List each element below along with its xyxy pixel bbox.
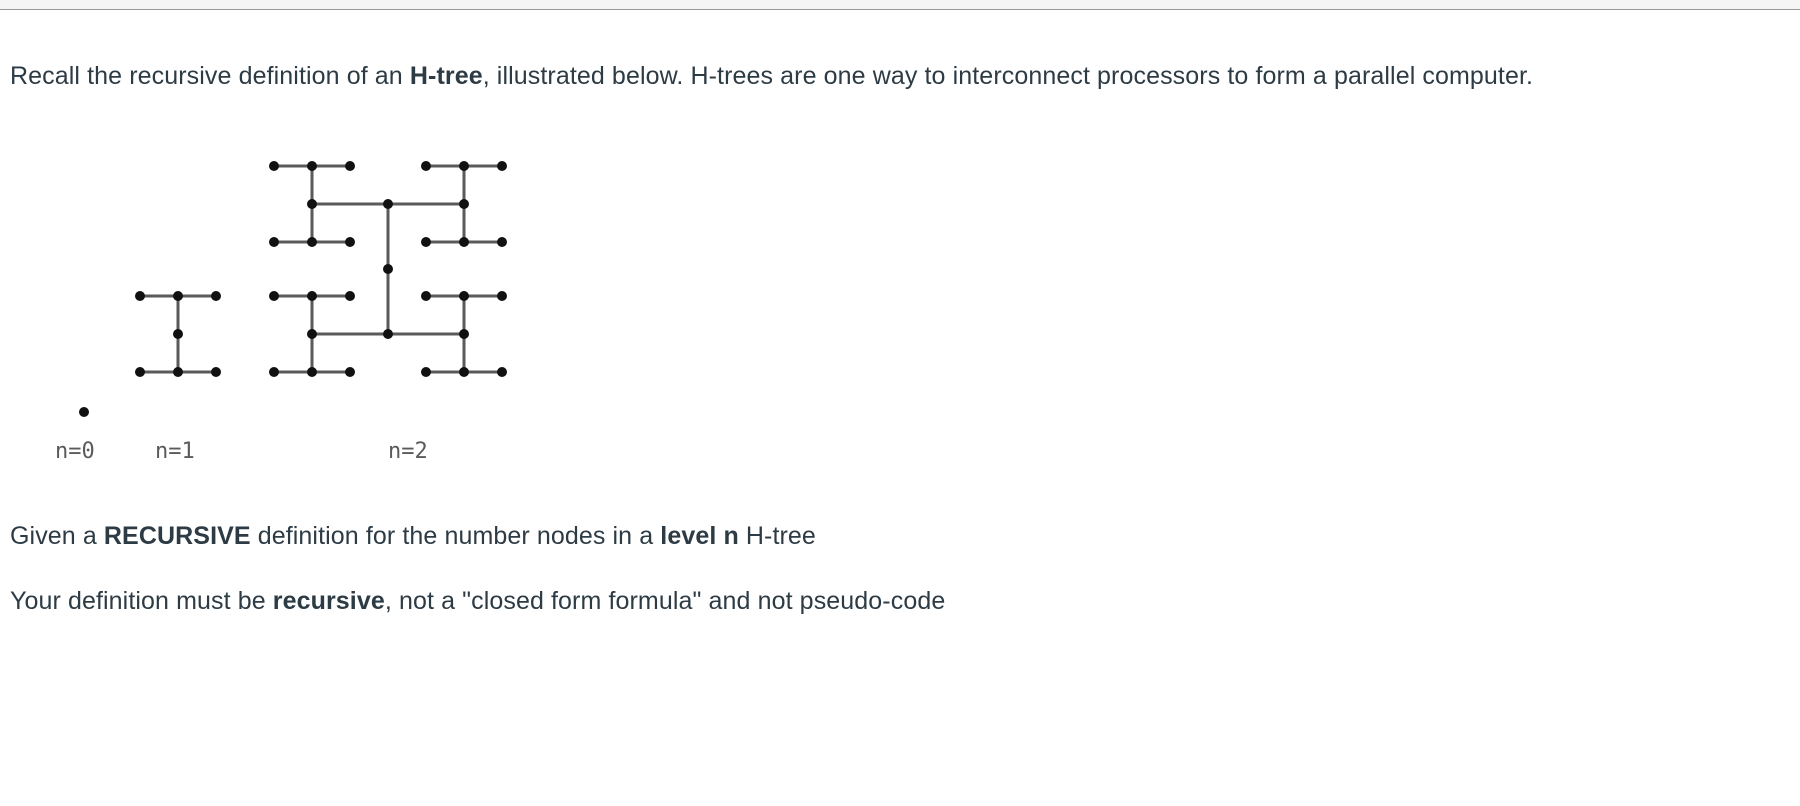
node [497, 237, 507, 247]
figure-caption-n1: n=1 [155, 439, 195, 464]
given-bold-level-n: level n [660, 522, 739, 550]
top-divider-bar [0, 0, 1800, 10]
node-center-top [383, 199, 393, 209]
node [345, 161, 355, 171]
node-center-root [383, 264, 393, 274]
node [421, 237, 431, 247]
h-tree-level-1-nodes [135, 291, 221, 377]
intro-paragraph: Recall the recursive definition of an H-… [10, 61, 1533, 91]
node [211, 291, 221, 301]
node [211, 367, 221, 377]
h-tree-level-0 [79, 407, 89, 417]
figure-caption-n0: n=0 [55, 439, 95, 464]
node [173, 329, 183, 339]
node-center-bottom [383, 329, 393, 339]
given-text-part1: Given a [10, 522, 104, 550]
node [173, 291, 183, 301]
node [345, 291, 355, 301]
h-tree-diagram-svg [79, 161, 507, 417]
node [307, 367, 317, 377]
node [421, 291, 431, 301]
note-text-part1: Your definition must be [10, 587, 273, 615]
node [421, 367, 431, 377]
node [459, 291, 469, 301]
node [497, 367, 507, 377]
intro-text-part1: Recall the recursive definition of an [10, 62, 410, 90]
node [269, 291, 279, 301]
node [497, 161, 507, 171]
node [345, 237, 355, 247]
given-text-part3: H-tree [738, 522, 816, 550]
node [269, 367, 279, 377]
intro-bold-h-tree: H-tree [409, 62, 483, 90]
node [459, 367, 469, 377]
node [459, 161, 469, 171]
intro-text-part2: , illustrated below. H-trees are one way… [482, 62, 1534, 90]
node [173, 367, 183, 377]
node [459, 237, 469, 247]
given-text-part2: definition for the number nodes in a [250, 522, 661, 550]
note-paragraph: Your definition must be recursive, not a… [10, 586, 945, 616]
note-text-part2: , not a "closed form formula" and not ps… [384, 587, 946, 615]
node [307, 199, 317, 209]
node [307, 237, 317, 247]
node [307, 161, 317, 171]
node [459, 329, 469, 339]
node [307, 329, 317, 339]
figure-caption-n2: n=2 [388, 439, 428, 464]
node [269, 161, 279, 171]
node [497, 291, 507, 301]
given-bold-recursive: RECURSIVE [103, 522, 251, 550]
node [307, 291, 317, 301]
given-paragraph: Given a RECURSIVE definition for the num… [10, 521, 816, 551]
node [135, 367, 145, 377]
node [135, 291, 145, 301]
node [345, 367, 355, 377]
h-tree-figure: n=0 n=1 n=2 [40, 141, 560, 481]
node [269, 237, 279, 247]
node [79, 407, 89, 417]
h-tree-level-2-nodes [269, 161, 507, 377]
note-bold-recursive: recursive [272, 587, 385, 615]
node [459, 199, 469, 209]
node [421, 161, 431, 171]
